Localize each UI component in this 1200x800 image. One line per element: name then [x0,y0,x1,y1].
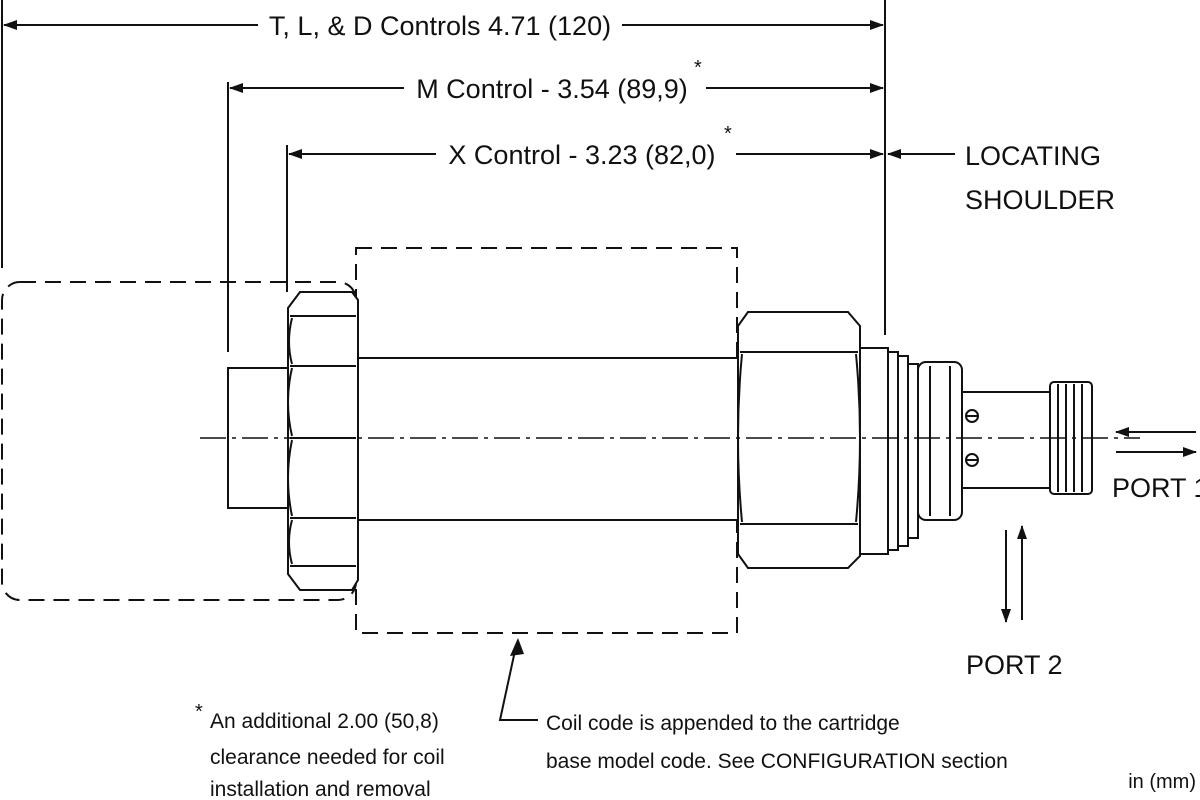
tld-dimension-label: T, L, & D Controls 4.71 (120) [269,11,611,41]
coil-note-line1: Coil code is appended to the cartridge [546,712,900,735]
solenoid-tube [357,357,739,521]
locating-shoulder-label-line2: SHOULDER [965,185,1115,215]
port2-label: PORT 2 [966,650,1063,680]
x-dimension-label: X Control - 3.23 (82,0) [448,140,715,170]
o-ring-groove-2 [897,355,909,547]
clearance-note-line2: clearance needed for coil [210,746,445,769]
x-dimension-asterisk: * [724,123,732,145]
m-dimension-asterisk: * [694,57,702,79]
port-flow-arrows [1001,427,1197,623]
clearance-note-line1: An additional 2.00 (50,8) [210,710,439,733]
right-hex-nut [737,311,861,569]
dimension-lines [1,0,955,352]
o-ring-groove-3 [907,363,919,539]
units-label: in (mm) [1128,771,1196,793]
coil-note-leader-arrow [510,638,524,656]
cartridge-body [917,361,963,521]
clearance-note-asterisk: * [195,701,203,723]
m-dimension-label: M Control - 3.54 (89,9) [416,74,688,104]
locating-shoulder-label-line1: LOCATING [965,141,1101,171]
left-hex-nut [287,291,359,591]
locating-shoulder [859,347,889,555]
valve-body [227,291,1093,591]
clearance-note-line3: installation and removal [210,778,431,800]
coil-note-line2: base model code. See CONFIGURATION secti… [546,750,1008,773]
port1-label: PORT 1 [1112,473,1200,503]
o-ring-groove-1 [887,351,899,551]
coil-note-leader [498,645,538,721]
spool-section [961,391,1053,489]
